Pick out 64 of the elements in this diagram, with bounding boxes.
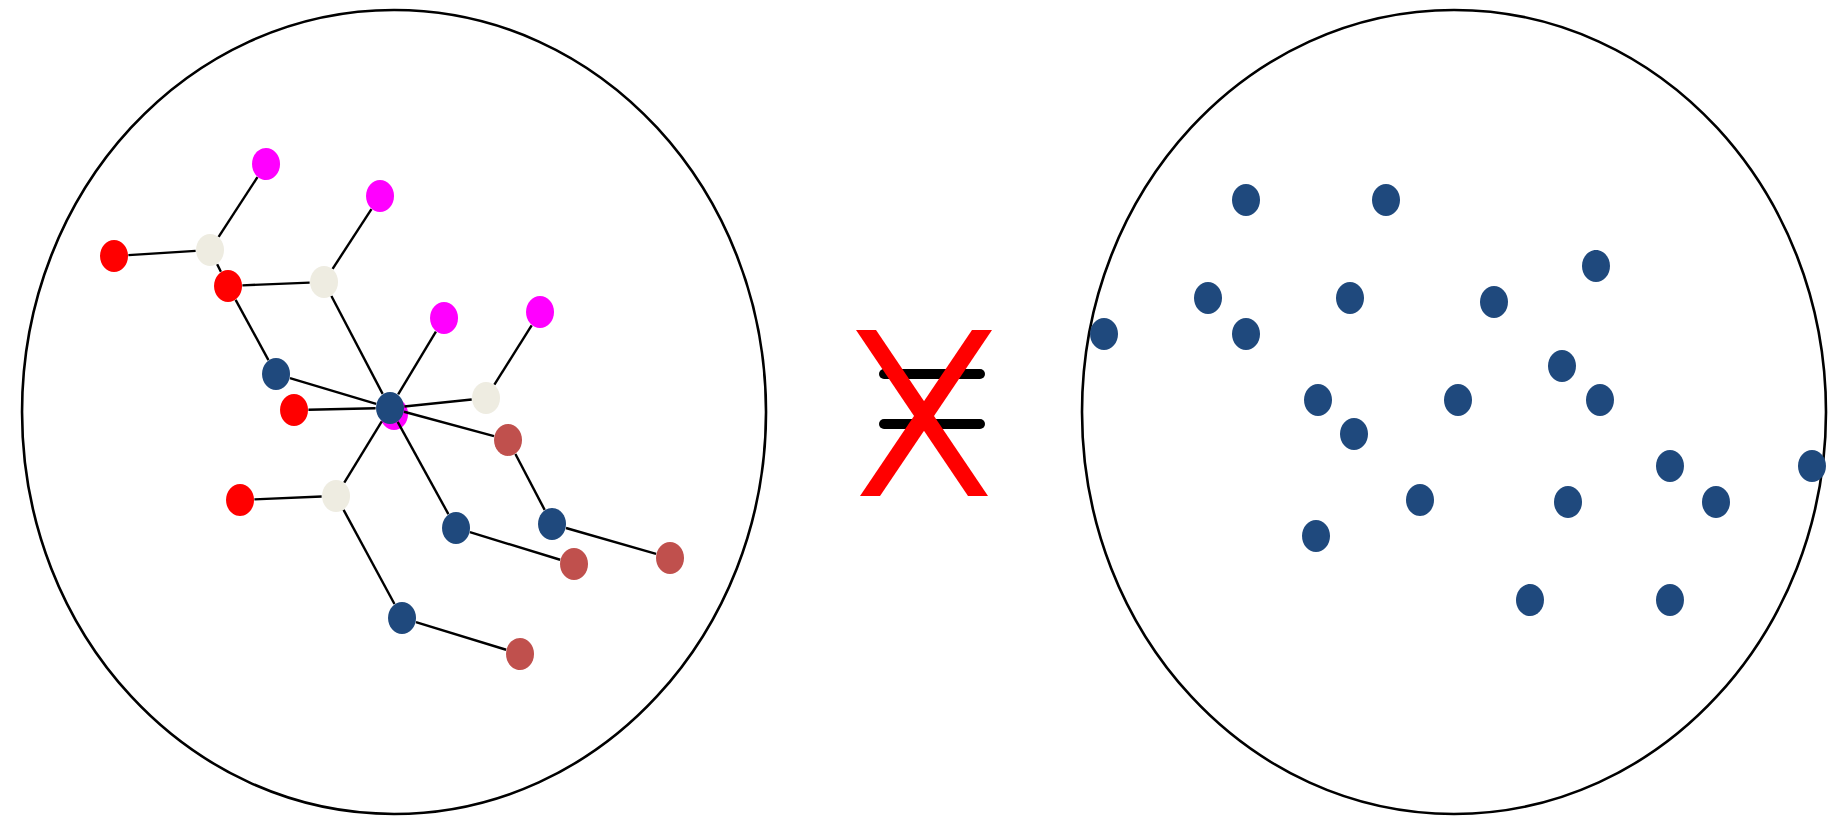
dot [494, 424, 522, 456]
dot [442, 511, 470, 544]
connector-line [242, 281, 310, 287]
dot [1516, 583, 1544, 616]
connector-line [493, 324, 533, 386]
dot [1090, 318, 1118, 350]
ellipse-outline [1080, 8, 1828, 816]
connector-line [404, 398, 472, 408]
dot [1304, 384, 1332, 416]
dot [656, 541, 684, 574]
connector-line [343, 420, 383, 484]
dot [1548, 350, 1576, 382]
dot [226, 484, 255, 516]
dot [1656, 583, 1684, 616]
dot [252, 148, 281, 180]
dot [1232, 184, 1260, 216]
connector-line [396, 421, 450, 515]
dot [196, 234, 225, 266]
connector-line [254, 495, 322, 501]
connector-line [234, 299, 270, 361]
dot [430, 302, 459, 334]
connector-line [331, 208, 373, 270]
connector-line [469, 531, 561, 561]
dot [1702, 486, 1730, 518]
dot [1554, 486, 1582, 518]
dot [472, 382, 501, 414]
dot [1480, 286, 1508, 318]
connector-line [216, 263, 222, 273]
dot [1302, 520, 1330, 552]
dot [538, 507, 566, 540]
connector-line [330, 295, 384, 395]
dot [1586, 384, 1614, 416]
connector-line [308, 407, 376, 411]
connector-line [397, 330, 437, 396]
dot [100, 240, 129, 272]
ellipse-outline [20, 8, 768, 816]
dot [1340, 418, 1368, 450]
dot [1406, 484, 1434, 516]
connector-line [217, 176, 259, 238]
dot [280, 394, 309, 426]
dot [366, 180, 394, 212]
dot [388, 602, 417, 634]
connector-line [565, 526, 657, 556]
dot [1582, 250, 1610, 282]
dot [1798, 450, 1826, 482]
connector-line [415, 621, 507, 651]
dot [1194, 282, 1222, 314]
dot [506, 637, 535, 670]
connector-line [289, 377, 377, 405]
dot [214, 270, 243, 302]
dot [560, 547, 588, 580]
dot [310, 266, 339, 298]
connector-line [128, 249, 196, 257]
dot [1232, 318, 1260, 350]
connector-line [514, 453, 546, 511]
connector-line [342, 509, 396, 605]
dot [1372, 184, 1400, 216]
dot [1336, 282, 1364, 314]
connector-line [403, 410, 495, 438]
dot [1444, 384, 1472, 416]
dot [1656, 450, 1684, 482]
dot [262, 358, 291, 390]
dot [526, 296, 554, 328]
dot [322, 480, 350, 512]
